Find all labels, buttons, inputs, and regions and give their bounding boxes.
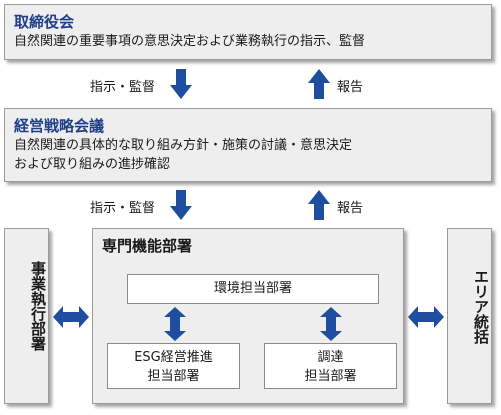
area-management-panel: エリア統括 bbox=[447, 228, 492, 404]
procurement-dept-box: 調達 担当部署 bbox=[264, 343, 397, 389]
esg-dept-box: ESG経営推進 担当部署 bbox=[107, 343, 240, 389]
arrow-down-icon bbox=[170, 69, 192, 99]
procurement-dept-line2: 担当部署 bbox=[304, 369, 357, 384]
board-panel: 取締役会 自然関連の重要事項の意思決定および業務執行の指示、監督 bbox=[4, 4, 492, 60]
environment-dept-box: 環境担当部署 bbox=[127, 274, 379, 304]
strategy-meeting-title: 経営戦略会議 bbox=[14, 117, 105, 135]
strategy-meeting-desc-line1: 自然関連の具体的な取り組み方針・施策の討議・意思決定 bbox=[14, 138, 353, 153]
procurement-dept-line1: 調達 bbox=[317, 350, 344, 365]
environment-dept-label: 環境担当部署 bbox=[213, 281, 292, 296]
specialist-panel: 専門機能部署 環境担当部署 ESG経営推進 担当部署 調達 担当部署 bbox=[92, 228, 404, 404]
area-management-label: エリア統括 bbox=[472, 269, 490, 344]
strategy-meeting-desc-line2: および取り組みの進捗確認 bbox=[14, 157, 171, 172]
board-title: 取締役会 bbox=[14, 13, 75, 31]
arrow-down-icon bbox=[170, 190, 192, 220]
bottom-down-label: 指示・監督 bbox=[90, 201, 156, 216]
business-execution-panel: 事業執行部署 bbox=[4, 228, 49, 404]
top-down-label: 指示・監督 bbox=[90, 80, 156, 95]
esg-dept-line1: ESG経営推進 bbox=[134, 350, 213, 365]
specialist-title: 専門機能部署 bbox=[102, 237, 193, 255]
arrow-up-icon bbox=[308, 69, 330, 99]
board-description: 自然関連の重要事項の意思決定および業務執行の指示、監督 bbox=[14, 34, 366, 49]
esg-dept-line2: 担当部署 bbox=[147, 369, 200, 384]
strategy-meeting-panel: 経営戦略会議 自然関連の具体的な取り組み方針・施策の討議・意思決定 および取り組… bbox=[4, 108, 492, 182]
bidirectional-arrow-icon bbox=[53, 306, 89, 328]
bidirectional-vertical-arrow-icon bbox=[320, 307, 342, 341]
top-up-label: 報告 bbox=[337, 80, 364, 95]
bottom-up-label: 報告 bbox=[337, 201, 364, 216]
bidirectional-arrow-icon bbox=[408, 306, 444, 328]
arrow-up-icon bbox=[308, 190, 330, 220]
bidirectional-vertical-arrow-icon bbox=[164, 307, 186, 341]
business-execution-label: 事業執行部署 bbox=[29, 261, 47, 351]
